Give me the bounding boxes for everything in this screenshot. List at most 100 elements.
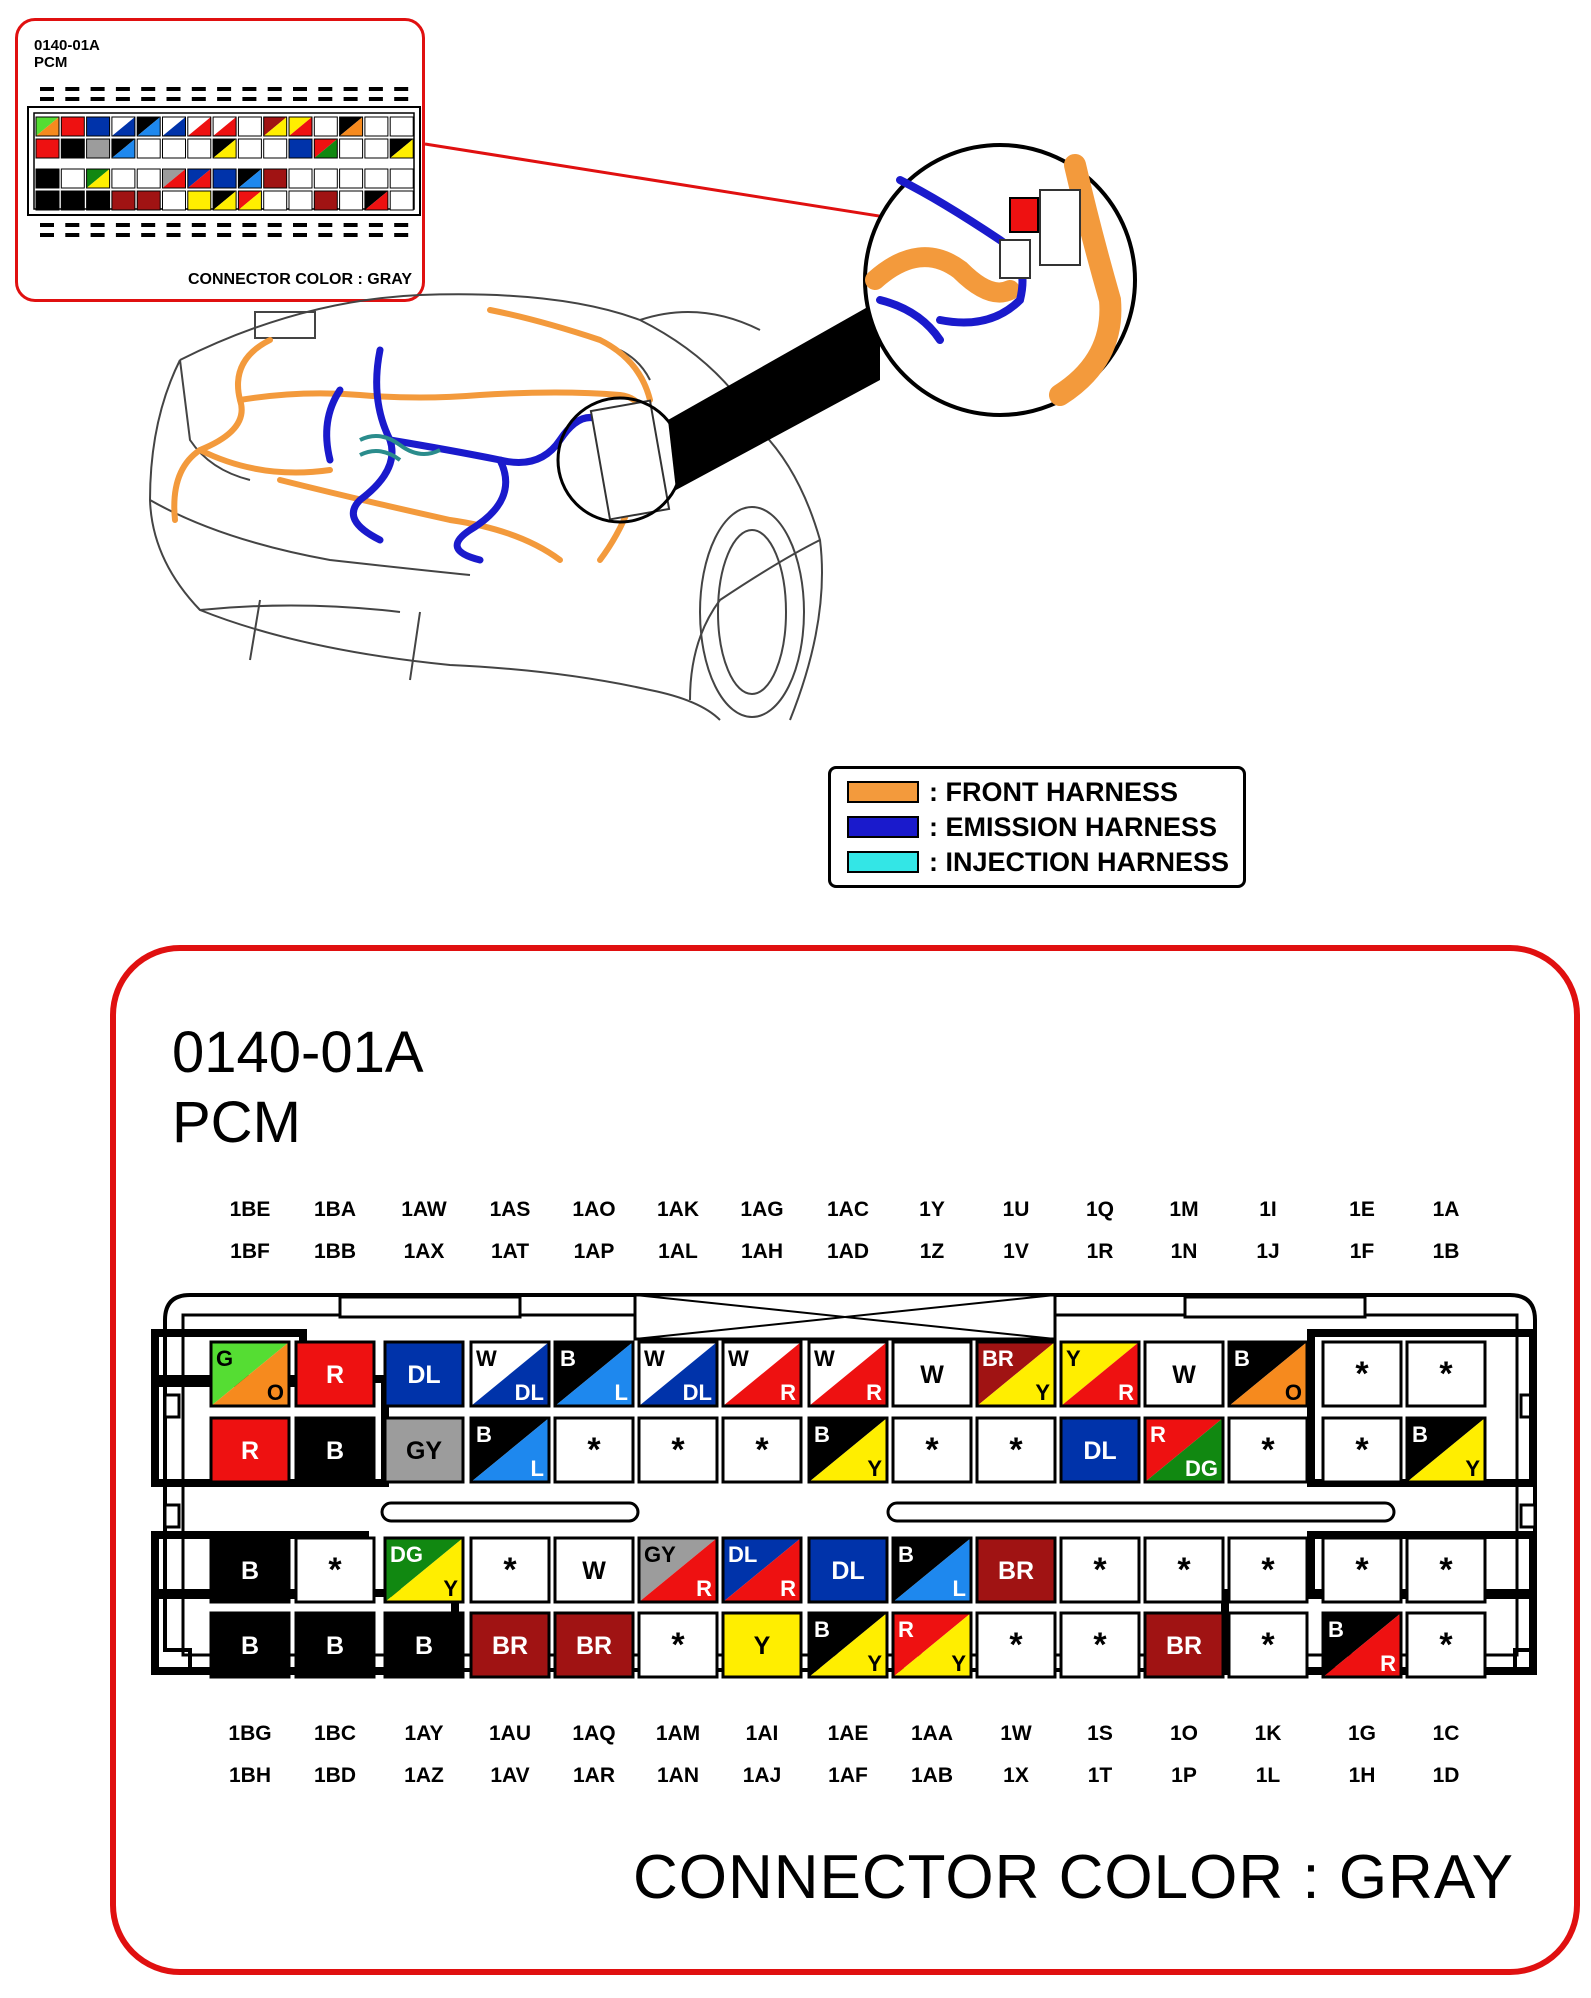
- pin-cell: BY: [1405, 1416, 1487, 1484]
- thumb-pin: [86, 116, 111, 137]
- connector-tab-right: [1183, 1295, 1367, 1319]
- pin-color-label: B: [326, 1437, 344, 1465]
- pin-cell: *: [721, 1416, 803, 1484]
- pin-color-label: *: [1093, 1551, 1107, 1589]
- thumb-pin: [212, 116, 237, 137]
- pin-label: 1G: [1347, 1722, 1376, 1745]
- pin-cell: WR: [721, 1340, 803, 1408]
- pin-color-label: *: [1261, 1626, 1275, 1664]
- pin-cell: DG Y: [383, 1536, 465, 1604]
- thumb-pin: [288, 138, 313, 159]
- pin-cell: *: [553, 1416, 635, 1484]
- pin-label: 1BG: [228, 1722, 272, 1745]
- thumb-pin: [187, 168, 212, 189]
- pin-label: 1AW: [401, 1198, 447, 1221]
- pin-cell: DL: [1059, 1416, 1141, 1484]
- pin-color-label: B: [898, 1542, 914, 1567]
- pin-color-label: W: [476, 1346, 497, 1371]
- pin-label: 1S: [1087, 1722, 1113, 1745]
- pin-label: 1A: [1432, 1198, 1460, 1221]
- pin-color-label: GY: [406, 1437, 442, 1465]
- pin-label: 1AV: [490, 1764, 530, 1787]
- pin-label: 1BH: [228, 1764, 271, 1787]
- pin-color-label: BR: [492, 1632, 528, 1660]
- pin-color-label: B: [1412, 1422, 1428, 1447]
- pin-label: 1AN: [656, 1764, 699, 1787]
- thumb-pin: [389, 168, 414, 189]
- pin-color-label: O: [1285, 1380, 1302, 1405]
- thumbnail-code: 0140-01A: [34, 37, 100, 54]
- thumb-pin: [162, 116, 186, 137]
- pin-color-label: *: [1355, 1431, 1369, 1469]
- pin-color-label: O: [267, 1380, 284, 1405]
- pin-color-label: Y: [443, 1576, 458, 1601]
- thumb-pin: [263, 116, 288, 137]
- pin-label: 1AO: [572, 1198, 616, 1221]
- pin-color-label: DL: [831, 1557, 864, 1585]
- pin-color-label: *: [1177, 1551, 1191, 1589]
- pin-label: 1Y: [919, 1198, 945, 1221]
- thumb-pin: [162, 138, 186, 159]
- connector-title: 0140-01A PCM: [172, 1018, 424, 1158]
- thumb-pin: [35, 116, 60, 137]
- pin-label: 1P: [1171, 1764, 1197, 1787]
- pin-label: 1AH: [740, 1240, 783, 1263]
- pin-label: 1W: [1000, 1722, 1032, 1745]
- pin-color-label: B: [415, 1632, 433, 1660]
- pin-cell: Y: [721, 1611, 803, 1679]
- pin-cell: R: [209, 1416, 291, 1484]
- pin-cell: *: [1059, 1611, 1141, 1679]
- pin-label: 1AT: [490, 1240, 530, 1263]
- pin-color-label: R: [780, 1380, 796, 1405]
- pin-color-label: *: [1009, 1431, 1023, 1469]
- pin-color-label: DL: [728, 1542, 757, 1567]
- pin-color-label: B: [560, 1346, 576, 1371]
- pin-label: 1AD: [826, 1240, 869, 1263]
- pin-label: 1AY: [404, 1722, 444, 1745]
- legend-item-emission: : EMISSION HARNESS: [847, 812, 1217, 842]
- thumb-pin: [237, 190, 262, 211]
- pin-color-label: Y: [867, 1651, 882, 1676]
- thumb-pin: [389, 190, 414, 211]
- thumb-pin: [187, 116, 212, 137]
- pin-color-label: DL: [515, 1380, 544, 1405]
- pin-label: 1R: [1086, 1240, 1114, 1263]
- pin-cell: BRY: [975, 1340, 1057, 1408]
- pin-color-label: G: [216, 1346, 233, 1371]
- pin-cell: *: [1321, 1536, 1403, 1604]
- pin-cell: WR: [807, 1340, 889, 1408]
- pin-color-label: Y: [951, 1651, 966, 1676]
- pin-label: 1AR: [572, 1764, 615, 1787]
- pin-color-label: R: [696, 1576, 712, 1601]
- pin-label: 1B: [1432, 1240, 1460, 1263]
- thumb-pin: [111, 190, 136, 211]
- pin-color-label: W: [644, 1346, 665, 1371]
- pin-color-label: B: [241, 1557, 259, 1585]
- pin-color-label: Y: [1035, 1380, 1050, 1405]
- thumb-pin: [263, 138, 288, 159]
- pin-label: 1AX: [403, 1240, 445, 1263]
- pin-cell: RDG: [1143, 1416, 1225, 1484]
- pin-label: 1AZ: [404, 1764, 444, 1787]
- pin-cell: BL: [553, 1340, 635, 1408]
- thumb-pin: [60, 168, 85, 189]
- pin-color-label: BR: [1166, 1632, 1202, 1660]
- pin-color-label: L: [953, 1576, 966, 1601]
- thumb-pin: [35, 168, 60, 189]
- pin-cell: W DL: [469, 1340, 551, 1408]
- pin-label: 1X: [1003, 1764, 1029, 1787]
- pin-color-label: B: [241, 1632, 259, 1660]
- thumb-pin: [212, 168, 237, 189]
- pin-label: 1H: [1348, 1764, 1376, 1787]
- pin-cell: B: [383, 1611, 465, 1679]
- pin-label: 1AA: [910, 1722, 953, 1745]
- pin-color-label: DG: [390, 1542, 423, 1567]
- connector-code: 0140-01A: [172, 1020, 424, 1085]
- connector-rail-left: [380, 1501, 640, 1523]
- pin-cell: *: [975, 1611, 1057, 1679]
- pin-label: 1AK: [656, 1198, 699, 1221]
- thumb-pin: [339, 190, 364, 211]
- pin-label: 1AI: [745, 1722, 779, 1745]
- pin-cell: DL: [807, 1536, 889, 1604]
